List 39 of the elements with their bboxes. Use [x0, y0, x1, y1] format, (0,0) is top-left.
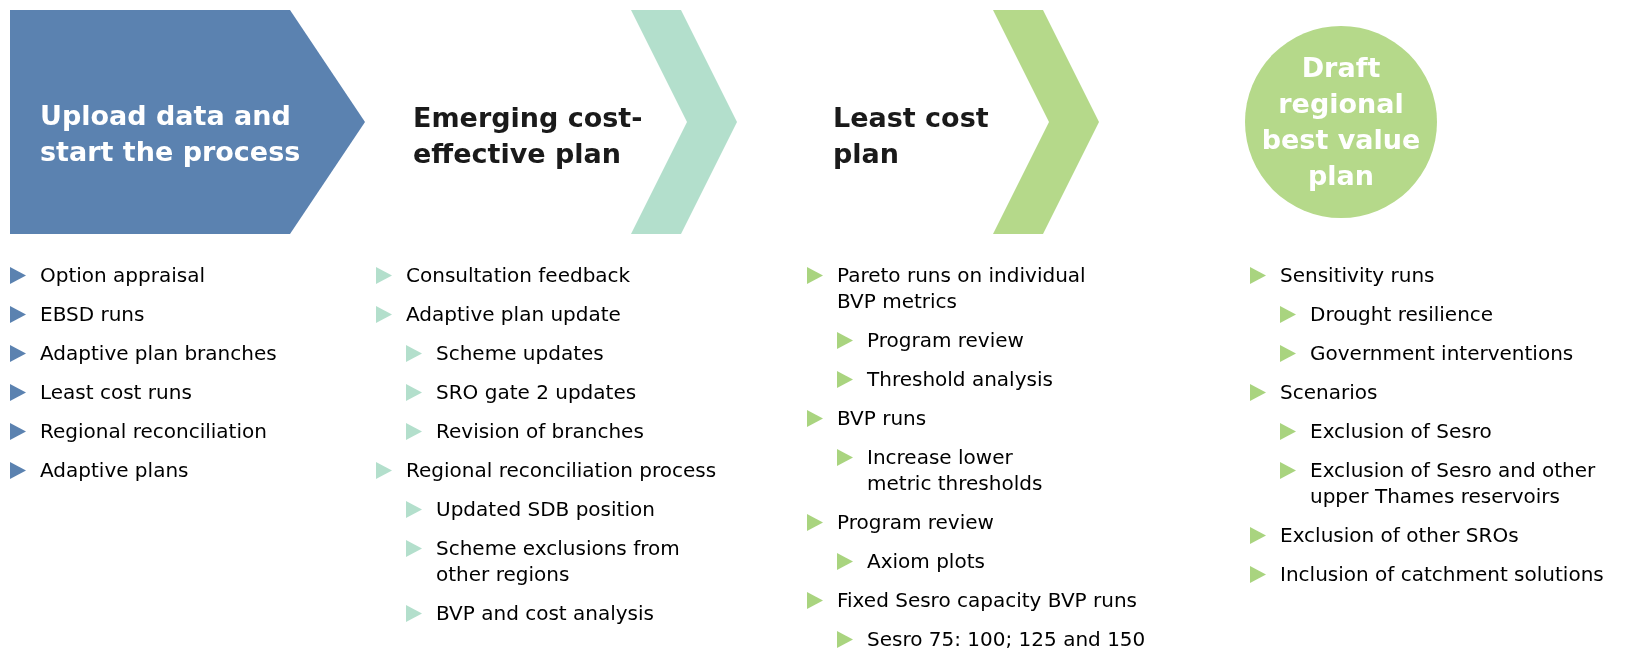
- list-item: Sesro 75: 100; 125 and 150: [867, 626, 1146, 652]
- list-item: EBSD runs: [40, 301, 145, 327]
- list-item: BVP and cost analysis: [436, 600, 655, 626]
- list-item: Exclusion of Sesro and other upper Thames reservoirs: [1310, 457, 1597, 509]
- list-item: Adaptive plan update: [406, 301, 621, 327]
- list-item: Least cost runs: [40, 379, 192, 405]
- stage-title: Emerging cost-effective plan: [413, 100, 643, 172]
- list-item: Drought resilience: [1310, 301, 1494, 327]
- list-item: Fixed Sesro capacity BVP runs: [837, 587, 1137, 613]
- list-item: Exclusion of other SROs: [1280, 522, 1519, 548]
- list-item: Program review: [867, 327, 1024, 353]
- list-item: Exclusion of Sesro: [1310, 418, 1492, 444]
- list-item: Updated SDB position: [436, 496, 655, 522]
- list-item: Axiom plots: [867, 548, 985, 574]
- list-item: Government interventions: [1310, 340, 1574, 366]
- list-item: Scheme updates: [436, 340, 604, 366]
- list-item: Pareto runs on individual BVP metrics: [837, 262, 1087, 314]
- list-item: Regional reconciliation process: [406, 457, 717, 483]
- stage-title: Upload data and start the process: [40, 99, 302, 169]
- chevron-arrow: [631, 10, 737, 234]
- list-item: Regional reconciliation: [40, 418, 267, 444]
- stage-title: Draft regional best value plan: [1260, 51, 1422, 193]
- list-item: Program review: [837, 509, 994, 535]
- list-item: Inclusion of catchment solutions: [1280, 561, 1604, 587]
- list-item: BVP runs: [837, 405, 927, 431]
- list-item: SRO gate 2 updates: [436, 379, 637, 405]
- list-item: Threshold analysis: [867, 366, 1053, 392]
- list-item: Consultation feedback: [406, 262, 631, 288]
- list-item: Scenarios: [1280, 379, 1378, 405]
- list-item: Adaptive plan branches: [40, 340, 277, 366]
- chevron-arrow: [993, 10, 1099, 234]
- list-item: Scheme exclusions from other regions: [436, 535, 681, 587]
- list-item: Option appraisal: [40, 262, 206, 288]
- list-item: Sensitivity runs: [1280, 262, 1435, 288]
- process-arrow: [10, 10, 365, 234]
- list-item: Revision of branches: [436, 418, 644, 444]
- list-item: Increase lower metric thresholds: [867, 444, 1044, 496]
- list-item: Adaptive plans: [40, 457, 189, 483]
- stage-title: Least cost plan: [833, 100, 1005, 172]
